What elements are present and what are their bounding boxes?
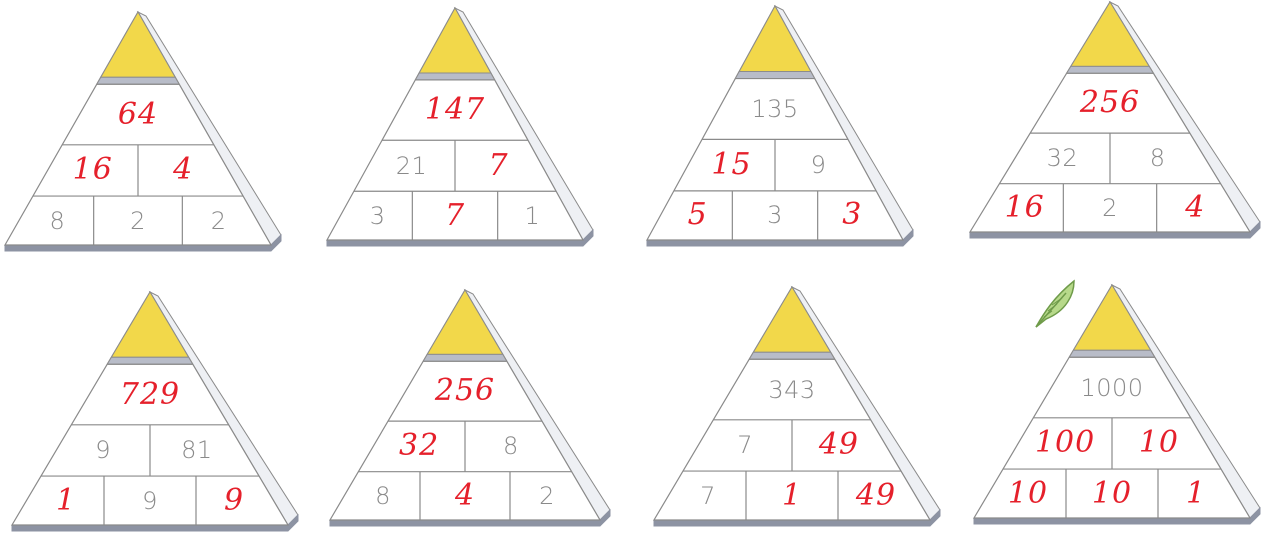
- middle-brick-left: 32: [1012, 140, 1112, 176]
- middle-brick-left: 15: [681, 147, 781, 183]
- top-brick: 147: [405, 92, 505, 128]
- middle-brick-right: 81: [147, 432, 247, 468]
- bottom-brick-right: 9: [184, 483, 284, 519]
- middle-brick-left: 21: [361, 148, 461, 184]
- top-brick: 343: [742, 372, 842, 408]
- bottom-brick-right: 1: [1146, 476, 1246, 512]
- middle-brick-right: 49: [789, 427, 889, 463]
- pyramid-cap: [1073, 285, 1150, 350]
- pyramid-band: [1067, 66, 1154, 73]
- top-brick: 64: [88, 97, 188, 133]
- top-brick: 135: [725, 91, 825, 127]
- middle-brick-left: 100: [1015, 425, 1115, 461]
- bottom-brick-right: 3: [802, 197, 902, 233]
- middle-brick-right: 8: [461, 428, 561, 464]
- bottom-brick-right: 4: [1145, 190, 1245, 226]
- pyramid-cap: [111, 292, 188, 357]
- bottom-brick-right: 1: [482, 198, 582, 234]
- top-brick: 256: [1060, 85, 1160, 121]
- bottom-brick-right: 49: [826, 478, 926, 514]
- feather-icon: [1030, 277, 1080, 331]
- top-brick: 729: [100, 377, 200, 413]
- pyramid-band: [415, 73, 494, 80]
- middle-brick-right: 10: [1109, 425, 1209, 461]
- pyramid-band: [107, 357, 193, 364]
- middle-brick-left: 7: [695, 427, 795, 463]
- pyramid-band: [97, 77, 179, 84]
- middle-brick-left: 16: [43, 152, 143, 188]
- middle-brick-right: 7: [449, 148, 549, 184]
- pyramid-cap: [1071, 2, 1149, 66]
- pyramid-band: [749, 352, 835, 359]
- middle-brick-left: 32: [369, 428, 469, 464]
- pyramid-band: [735, 72, 814, 79]
- top-brick: 256: [415, 373, 515, 409]
- middle-brick-right: 4: [133, 152, 233, 188]
- pyramid-cap: [753, 287, 830, 352]
- pyramid-band: [1069, 350, 1155, 357]
- middle-brick-left: 9: [53, 432, 153, 468]
- bottom-brick-right: 2: [169, 203, 269, 239]
- middle-brick-right: 8: [1108, 140, 1208, 176]
- pyramid-band: [423, 354, 507, 361]
- bottom-brick-right: 2: [497, 478, 597, 514]
- top-brick: 1000: [1062, 370, 1162, 406]
- middle-brick-right: 9: [769, 147, 869, 183]
